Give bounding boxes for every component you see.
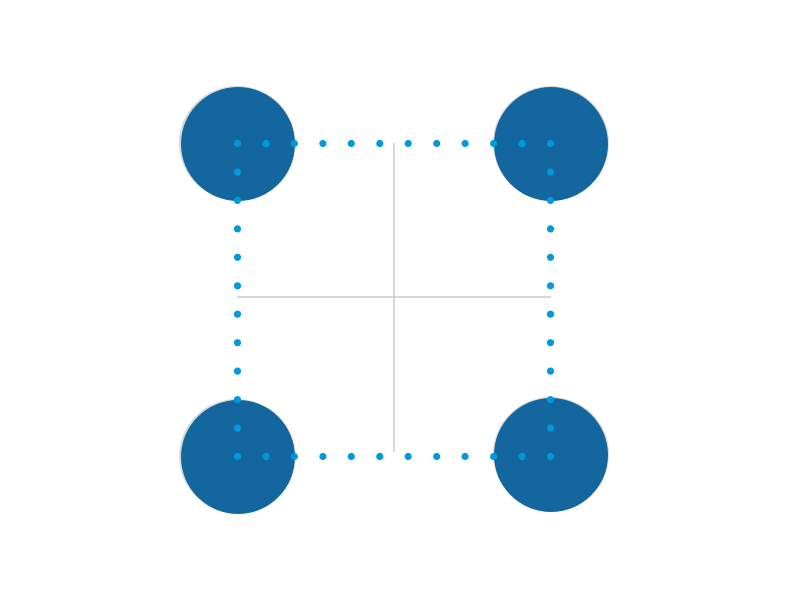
outline-dot <box>319 139 327 148</box>
outline-dot <box>233 139 242 148</box>
outline-dot <box>233 452 242 461</box>
outline-dot <box>490 139 498 148</box>
outline-dot <box>546 367 555 375</box>
outline-dot <box>290 139 298 148</box>
outline-dot <box>233 424 242 432</box>
outline-dot <box>233 225 242 233</box>
outline-dot <box>347 452 355 461</box>
outline-dot <box>376 139 384 148</box>
outline-dot <box>490 452 498 461</box>
outline-dot <box>233 367 242 375</box>
outline-dot <box>546 253 555 261</box>
outline-dot <box>461 139 469 148</box>
outline-dot <box>546 310 555 318</box>
outline-dot <box>518 452 526 461</box>
outline-dot <box>546 168 555 176</box>
outline-dot <box>347 139 355 148</box>
outline-dot <box>319 452 327 461</box>
outline-dot <box>376 452 384 461</box>
outline-dot <box>290 452 298 461</box>
outline-dot <box>233 253 242 261</box>
outline-dot <box>461 452 469 461</box>
crosshair <box>237 143 551 452</box>
outline-dot <box>518 139 526 148</box>
outline-dot <box>233 282 242 290</box>
outline-dot <box>262 139 270 148</box>
outline-dot <box>546 452 555 461</box>
outline-dot <box>433 452 441 461</box>
outline-dot <box>233 310 242 318</box>
dotted-square-outline <box>233 139 555 461</box>
outline-dot <box>233 339 242 347</box>
outline-dot <box>546 339 555 347</box>
outline-dot <box>546 424 555 432</box>
outline-dot <box>262 452 270 461</box>
outline-dot <box>546 196 555 204</box>
outline-dot <box>404 139 412 148</box>
outline-dot <box>233 196 242 204</box>
outline-dot <box>433 139 441 148</box>
outline-dot <box>404 452 412 461</box>
outline-dot <box>233 396 242 404</box>
outline-dot <box>546 282 555 290</box>
outline-dot <box>546 139 555 148</box>
outline-dot <box>546 396 555 404</box>
outline-dot <box>233 168 242 176</box>
outline-dot <box>546 225 555 233</box>
